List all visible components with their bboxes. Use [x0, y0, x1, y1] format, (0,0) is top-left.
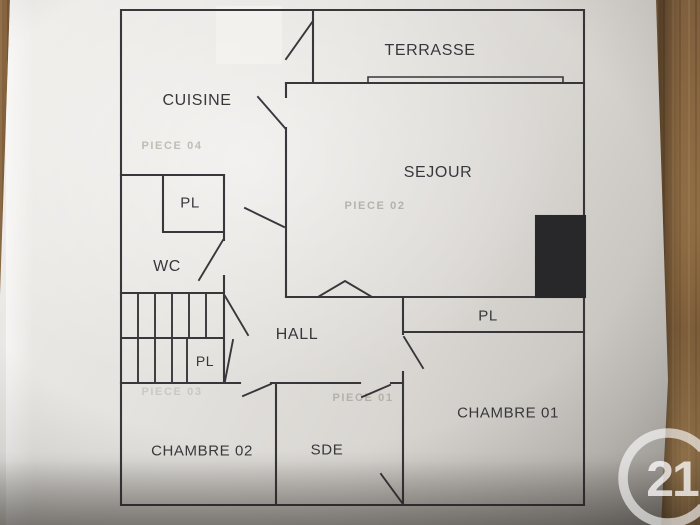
room-label-chambre02: CHAMBRE 02 — [151, 442, 253, 460]
room-label-sde: SDE — [310, 441, 344, 459]
cuisine-walls — [119, 81, 288, 299]
room-label-cuisine: CUISINE — [162, 92, 232, 109]
room-label-pl-stairs: PL — [195, 353, 215, 369]
bedroom-top-walls — [119, 381, 405, 507]
watermark-piece-03: PIECE 03 — [141, 386, 203, 398]
century21-logo: 21 — [618, 428, 700, 525]
room-label-terrasse: TERRASSE — [384, 42, 476, 59]
door-swings — [197, 19, 425, 506]
right-walls — [401, 295, 586, 507]
watermark-piece-02: PIECE 02 — [344, 200, 406, 212]
watermark-piece-04: PIECE 04 — [141, 140, 203, 152]
terrasse-window — [367, 76, 564, 84]
closet-wc-walls — [119, 173, 226, 385]
chimney-block — [534, 214, 587, 299]
room-label-chambre01: CHAMBRE 01 — [457, 404, 559, 422]
c-ring-icon — [618, 428, 700, 525]
room-label-pl-hall: PL — [478, 307, 498, 325]
room-label-pl-cuisine: PL — [180, 194, 200, 212]
outer-walls — [119, 8, 586, 507]
stairs — [120, 293, 225, 384]
watermark-piece-01: PIECE 01 — [332, 392, 394, 404]
logo-number: 21 — [646, 451, 699, 507]
room-label-wc: WC — [153, 258, 181, 275]
tape-patch — [216, 6, 282, 64]
room-label-sejour: SEJOUR — [403, 164, 473, 181]
room-label-hall: HALL — [275, 326, 319, 343]
